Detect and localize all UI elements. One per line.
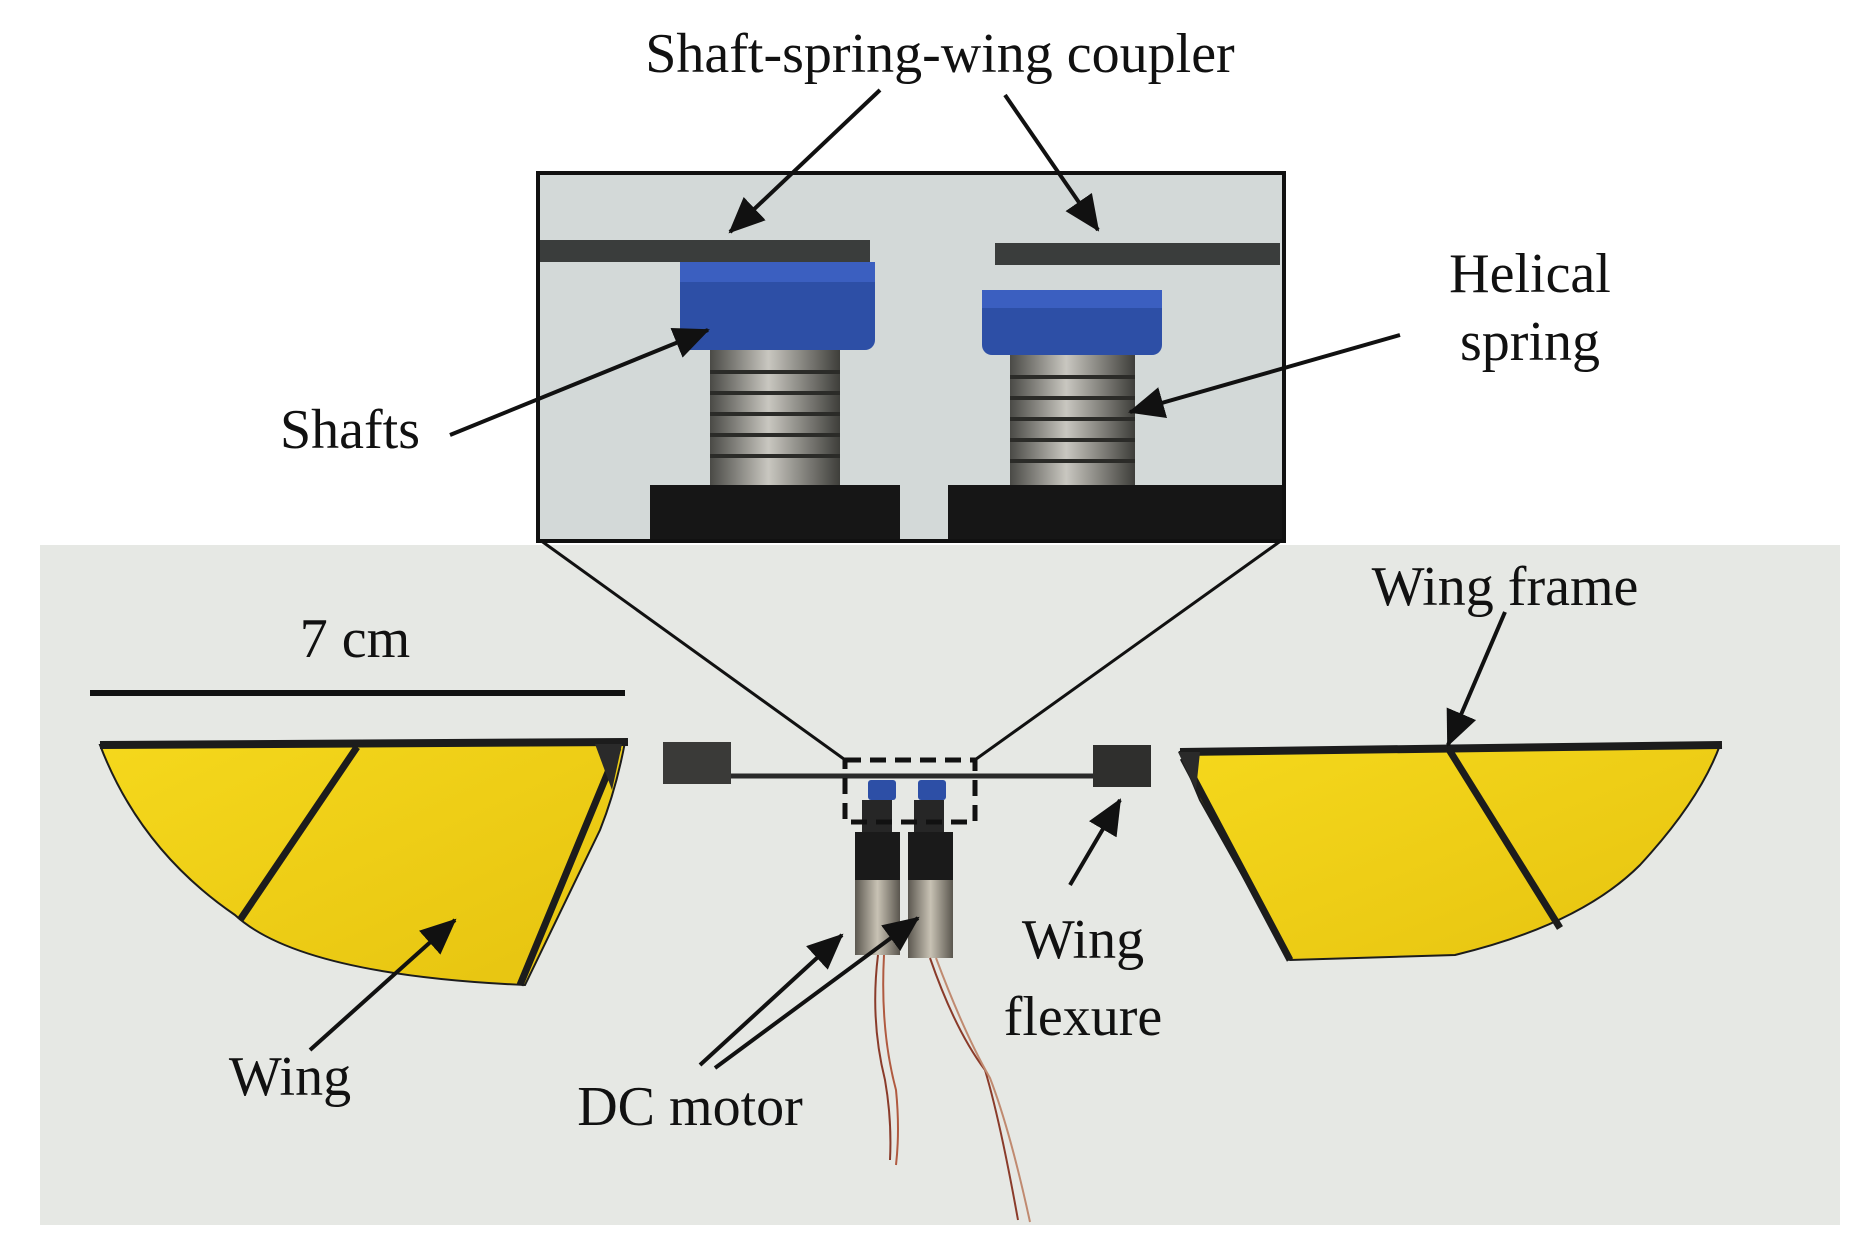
label-scale: 7 cm xyxy=(300,608,410,670)
arrow-coupler-right xyxy=(1003,93,1100,232)
arrow-dc-motor-left xyxy=(698,933,844,1067)
label-coupler: Shaft-spring-wing coupler xyxy=(645,23,1235,85)
label-wing: Wing xyxy=(229,1046,351,1108)
left-wing xyxy=(98,738,629,987)
zoom-line-right xyxy=(971,538,1283,764)
arrow-wing-frame xyxy=(1446,611,1507,747)
right-flexure-block xyxy=(1093,745,1151,787)
detail-box xyxy=(842,757,978,825)
small-shaft-right xyxy=(918,780,946,800)
arrow-shafts xyxy=(449,327,710,437)
zoom-line-left xyxy=(539,538,849,764)
arrow-dc-motor-right xyxy=(713,916,920,1070)
label-wing-flexure-2: flexure xyxy=(1004,986,1163,1048)
label-helical-1: Helical xyxy=(1449,243,1611,305)
annotation-arrows xyxy=(308,88,1507,1070)
dc-motors xyxy=(855,800,953,958)
label-helical-2: spring xyxy=(1460,311,1600,373)
left-flexure-block xyxy=(663,742,731,784)
label-shafts: Shafts xyxy=(280,399,420,461)
inset-zoom xyxy=(536,171,1286,543)
arrow-helical-spring xyxy=(1128,333,1401,419)
motor-wires xyxy=(874,954,1031,1223)
arrow-wing-flexure xyxy=(1068,798,1122,887)
right-wing xyxy=(1178,741,1723,962)
label-dc-motor: DC motor xyxy=(577,1076,803,1138)
label-wing-frame: Wing frame xyxy=(1372,556,1639,618)
arrow-coupler-left xyxy=(728,88,882,234)
arrow-wing xyxy=(308,918,457,1052)
label-wing-flexure-1: Wing xyxy=(1022,909,1144,971)
small-shaft-left xyxy=(868,780,896,800)
